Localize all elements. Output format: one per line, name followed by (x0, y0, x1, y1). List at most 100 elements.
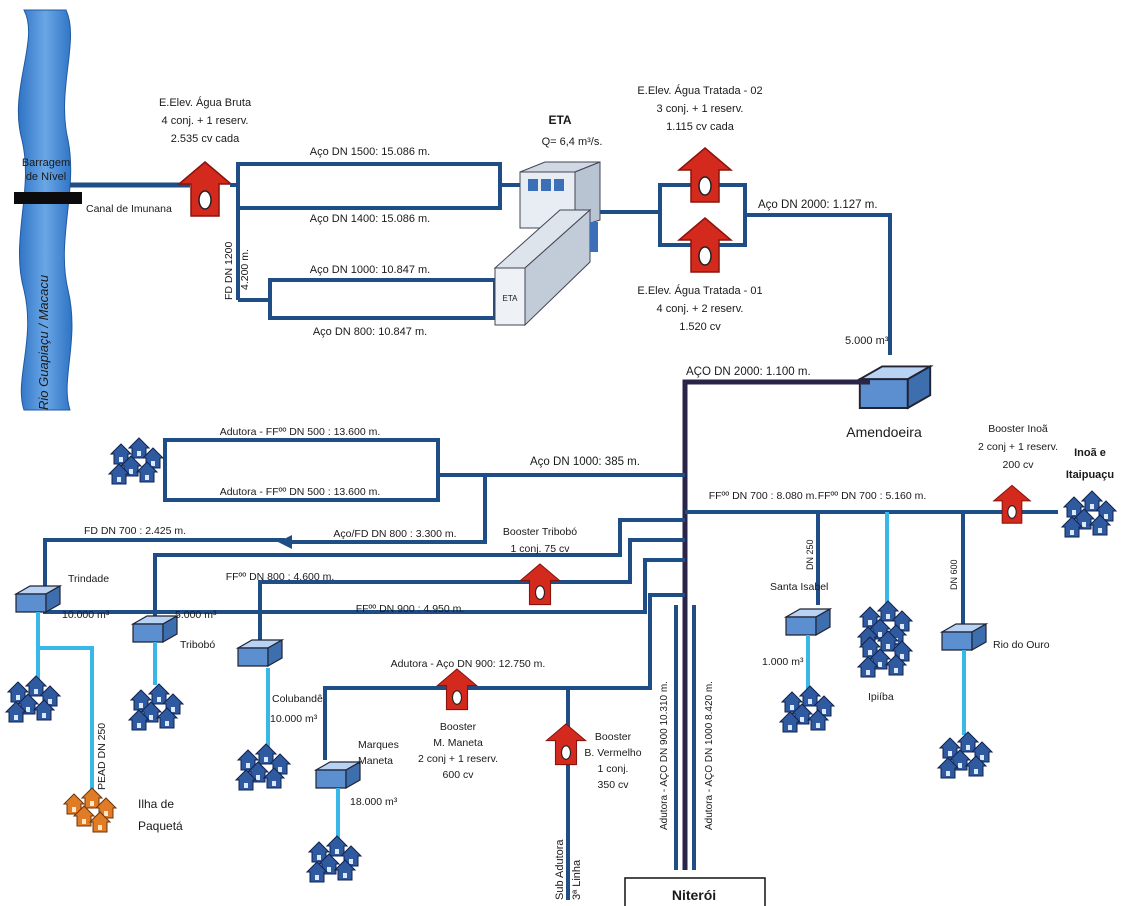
village-maneta-icon (307, 836, 361, 882)
booster-maneta-2: M. Maneta (433, 737, 483, 749)
booster-maneta-3: 2 conj + 1 reserv. (418, 753, 498, 765)
pipe-ff700-a: FFºº DN 700 : 8.080 m. (709, 490, 818, 502)
maneta-tank-icon (315, 761, 361, 789)
raw-mains (230, 162, 525, 320)
adutora-1000-label: Adutora - AÇO DN 1000 8.420 m. (704, 681, 715, 830)
treated-water-pump-02-icon (678, 147, 732, 203)
amendoeira-volume: 5.000 m³ (845, 335, 889, 347)
pipe-dn1400: Aço DN 1400: 15.086 m. (310, 213, 430, 225)
pipe-dn1000-eta: Aço DN 1000: 10.847 m. (310, 264, 430, 276)
santa-isabel-tank-icon (785, 608, 831, 636)
village-rio-ouro-icon (938, 732, 992, 778)
treated-01-line-2: 4 conj. + 2 reserv. (657, 303, 744, 315)
pead-label: PEAD DN 250 (96, 723, 108, 790)
village-trindade-icon (6, 676, 60, 722)
santa-isabel-name: Santa Isabel (770, 581, 828, 593)
booster-vermelho-1: Booster (595, 731, 632, 743)
pipe-adutora-900: Adutora - Aço DN 900: 12.750 m. (391, 658, 546, 670)
treated-01-line-3: 1.520 cv (679, 321, 721, 333)
booster-vermelho-icon (545, 723, 587, 766)
niteroi-label: Niterói (672, 887, 716, 903)
colubande-name: Colubandê (272, 693, 323, 705)
village-paqueta-icon (64, 788, 116, 832)
dn250-label: DN 250 (805, 539, 815, 570)
pipe-dn800-eta: Aço DN 800: 10.847 m. (313, 326, 427, 338)
treated-02-line-1: E.Elev. Água Tratada - 02 (637, 84, 762, 97)
pipe-acofd-800: Aço/FD DN 800 : 3.300 m. (333, 528, 456, 540)
trindade-name: Trindade (68, 573, 109, 585)
main-dn2000-b (682, 379, 870, 605)
river-name: Rio Guapiaçu / Macacu (36, 275, 51, 410)
booster-tribobo-1: Booster Tribobó (503, 526, 577, 538)
pipe-ff700-b: FFºº DN 700 : 5.160 m. (818, 490, 927, 502)
tribobo-tank-icon (132, 615, 178, 643)
village-colubande-icon (236, 744, 290, 790)
subadutora-2: 3ª Linha (571, 859, 583, 900)
niteroi-box (624, 877, 766, 906)
trindade-volume: 10.000 m³ (62, 609, 110, 621)
colubande-tank-icon (237, 639, 283, 667)
dam-label-1: Barragem (22, 157, 70, 169)
tribobo-name: Tribobó (180, 639, 215, 651)
eta-sign: ETA (503, 294, 519, 303)
treated-01-line-1: E.Elev. Água Tratada - 01 (637, 284, 762, 297)
booster-tribobo-icon (519, 563, 561, 606)
pipe-ff-900: FFºº DN 900 : 4.950 m. (356, 603, 465, 615)
dam-label-2: de Nível (26, 171, 66, 183)
village-tribobo-icon (129, 684, 183, 730)
main-dn2000-a (745, 213, 892, 355)
santa-isabel-volume: 1.000 m³ (762, 656, 804, 668)
maneta-name-1: Marques (358, 739, 399, 751)
booster-maneta-4: 600 cv (443, 769, 475, 781)
booster-maneta-1: Booster (440, 721, 477, 733)
booster-tribobo-2: 1 conj. 75 cv (511, 543, 571, 555)
colubande-volume: 10.000 m³ (270, 713, 318, 725)
subadutora-1: Sub Adutora (554, 839, 566, 900)
dam-bar (14, 192, 82, 204)
booster-vermelho-3: 1 conj. (598, 763, 629, 775)
booster-inoa-1: Booster Inoã (988, 423, 1048, 435)
dn600-label: DN 600 (949, 559, 959, 590)
west-mains (43, 438, 685, 760)
trindade-tank-icon (15, 585, 61, 613)
maneta-volume: 18.000 m³ (350, 796, 398, 808)
paqueta-branch (38, 646, 94, 800)
maneta-name-2: Maneta (358, 755, 393, 767)
ipiiba-label: Ipiíba (868, 691, 894, 703)
pipe-ff-800: FFºº DN 800 : 4.600 m. (226, 571, 335, 583)
paqueta-2: Paquetá (138, 819, 183, 833)
tribobo-volume: 5.000 m³ (175, 609, 217, 621)
amendoeira-tank-icon (858, 365, 932, 409)
eta-title: ETA (548, 113, 571, 127)
raw-water-pump-icon (178, 161, 232, 217)
pipe-dn2000-a: Aço DN 2000: 1.127 m. (758, 199, 878, 211)
village-inoa-icon (1062, 491, 1116, 537)
inoa-area-1: Inoã e (1074, 447, 1106, 459)
booster-inoa-2: 2 conj + 1 reserv. (978, 441, 1058, 453)
canal-label: Canal de Imunana (86, 203, 172, 215)
eta-flow: Q= 6,4 m³/s. (542, 136, 603, 148)
pipe-adutora-500-b: Adutora - FFºº DN 500 : 13.600 m. (220, 486, 381, 498)
booster-vermelho-4: 350 cv (598, 779, 630, 791)
eta-building (493, 161, 601, 327)
booster-inoa-icon (993, 484, 1031, 524)
treated-02-line-2: 3 conj. + 1 reserv. (657, 103, 744, 115)
inoa-area-2: Itaipuaçu (1066, 469, 1114, 481)
raw-pump-line-2: 4 conj. + 1 reserv. (162, 115, 249, 127)
pipe-fd1200: FD DN 1200 (223, 241, 235, 300)
raw-pump-line-1: E.Elev. Água Bruta (159, 96, 252, 109)
rio-ouro-tank-icon (941, 623, 987, 651)
village-west-icon (109, 438, 163, 484)
pipe-dn2000-b: AÇO DN 2000: 1.100 m. (686, 366, 811, 378)
pipe-adutora-500-a: Adutora - FFºº DN 500 : 13.600 m. (220, 426, 381, 438)
pipe-dn1500: Aço DN 1500: 15.086 m. (310, 146, 430, 158)
booster-vermelho-2: B. Vermelho (584, 747, 641, 759)
flow-arrow (278, 535, 292, 549)
amendoeira-name: Amendoeira (846, 424, 922, 440)
pipe-dn1000-385: Aço DN 1000: 385 m. (530, 456, 640, 468)
adutora-900-label: Adutora - AÇO DN 900 10.310 m. (659, 681, 670, 830)
river: Barragem de Nível Rio Guapiaçu / Macacu (14, 9, 82, 411)
booster-inoa-3: 200 cv (1003, 459, 1035, 471)
raw-pump-line-3: 2.535 cv cada (171, 133, 240, 145)
